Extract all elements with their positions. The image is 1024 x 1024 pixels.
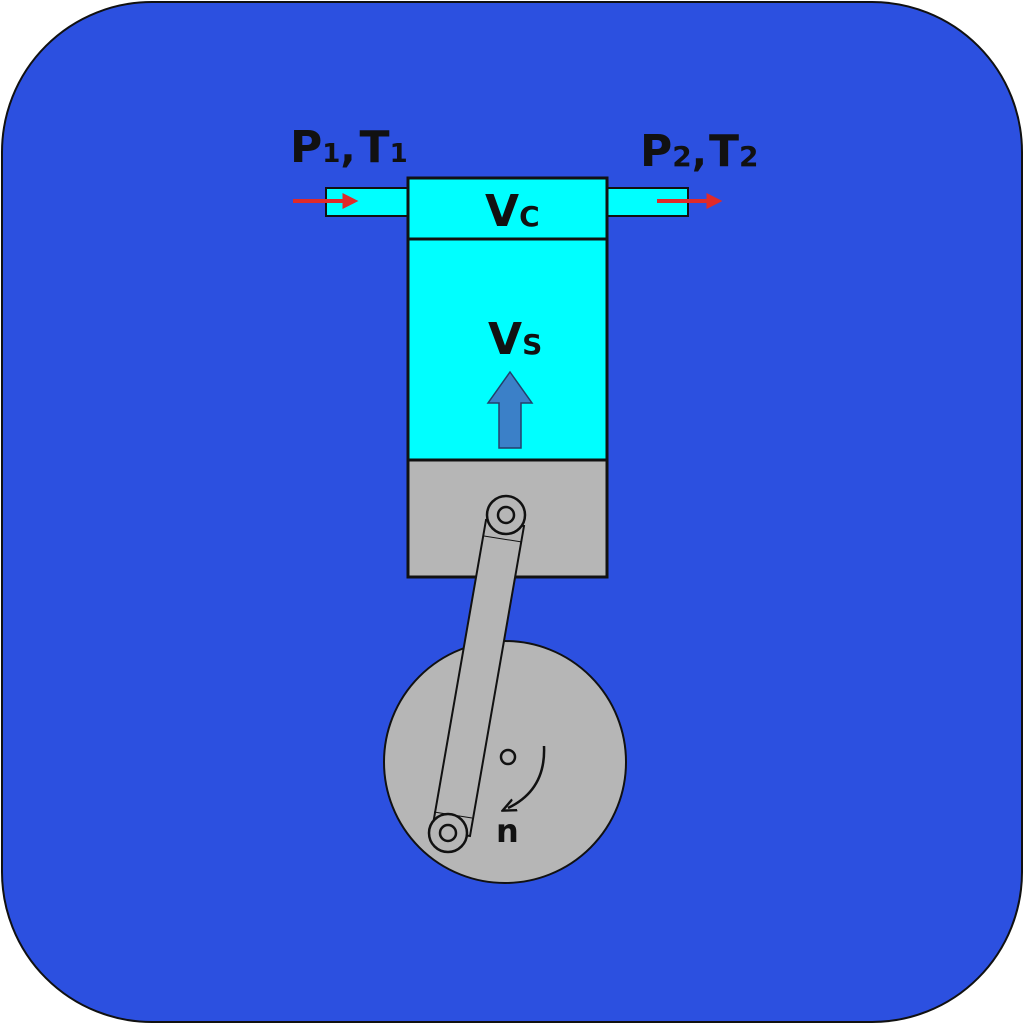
clearance-volume-subscript: C [519, 200, 540, 233]
inlet-temperature: T [360, 122, 390, 173]
rotation-arrow-icon [508, 745, 546, 808]
piston-up-arrow-icon [486, 370, 534, 449]
inlet-label: P1,T1 [290, 122, 408, 173]
inlet-pressure: P [290, 122, 322, 173]
inlet-pressure-subscript: 1 [322, 139, 340, 169]
clearance-volume-label: VC [485, 186, 540, 237]
outlet-pressure: P [640, 126, 672, 177]
outlet-temperature-subscript: 2 [739, 140, 758, 173]
inlet-temperature-subscript: 1 [390, 139, 408, 169]
swept-volume-label: VS [488, 314, 542, 365]
outlet-temperature: T [709, 126, 739, 177]
clearance-volume-space [406, 176, 609, 241]
outlet-separator: , [692, 130, 707, 176]
swept-volume-main: V [488, 314, 522, 365]
outlet-label: P2,T2 [640, 126, 758, 177]
crank-pin-inner [438, 823, 458, 843]
outlet-pressure-subscript: 2 [672, 140, 691, 173]
inlet-separator: , [340, 126, 355, 172]
swept-volume-subscript: S [522, 328, 542, 361]
clearance-volume-main: V [485, 186, 519, 237]
crank-center-mark [499, 748, 517, 766]
rod-end-line-top [483, 535, 523, 543]
rotation-speed-label: n [496, 812, 519, 850]
wrist-pin-inner [496, 505, 516, 525]
